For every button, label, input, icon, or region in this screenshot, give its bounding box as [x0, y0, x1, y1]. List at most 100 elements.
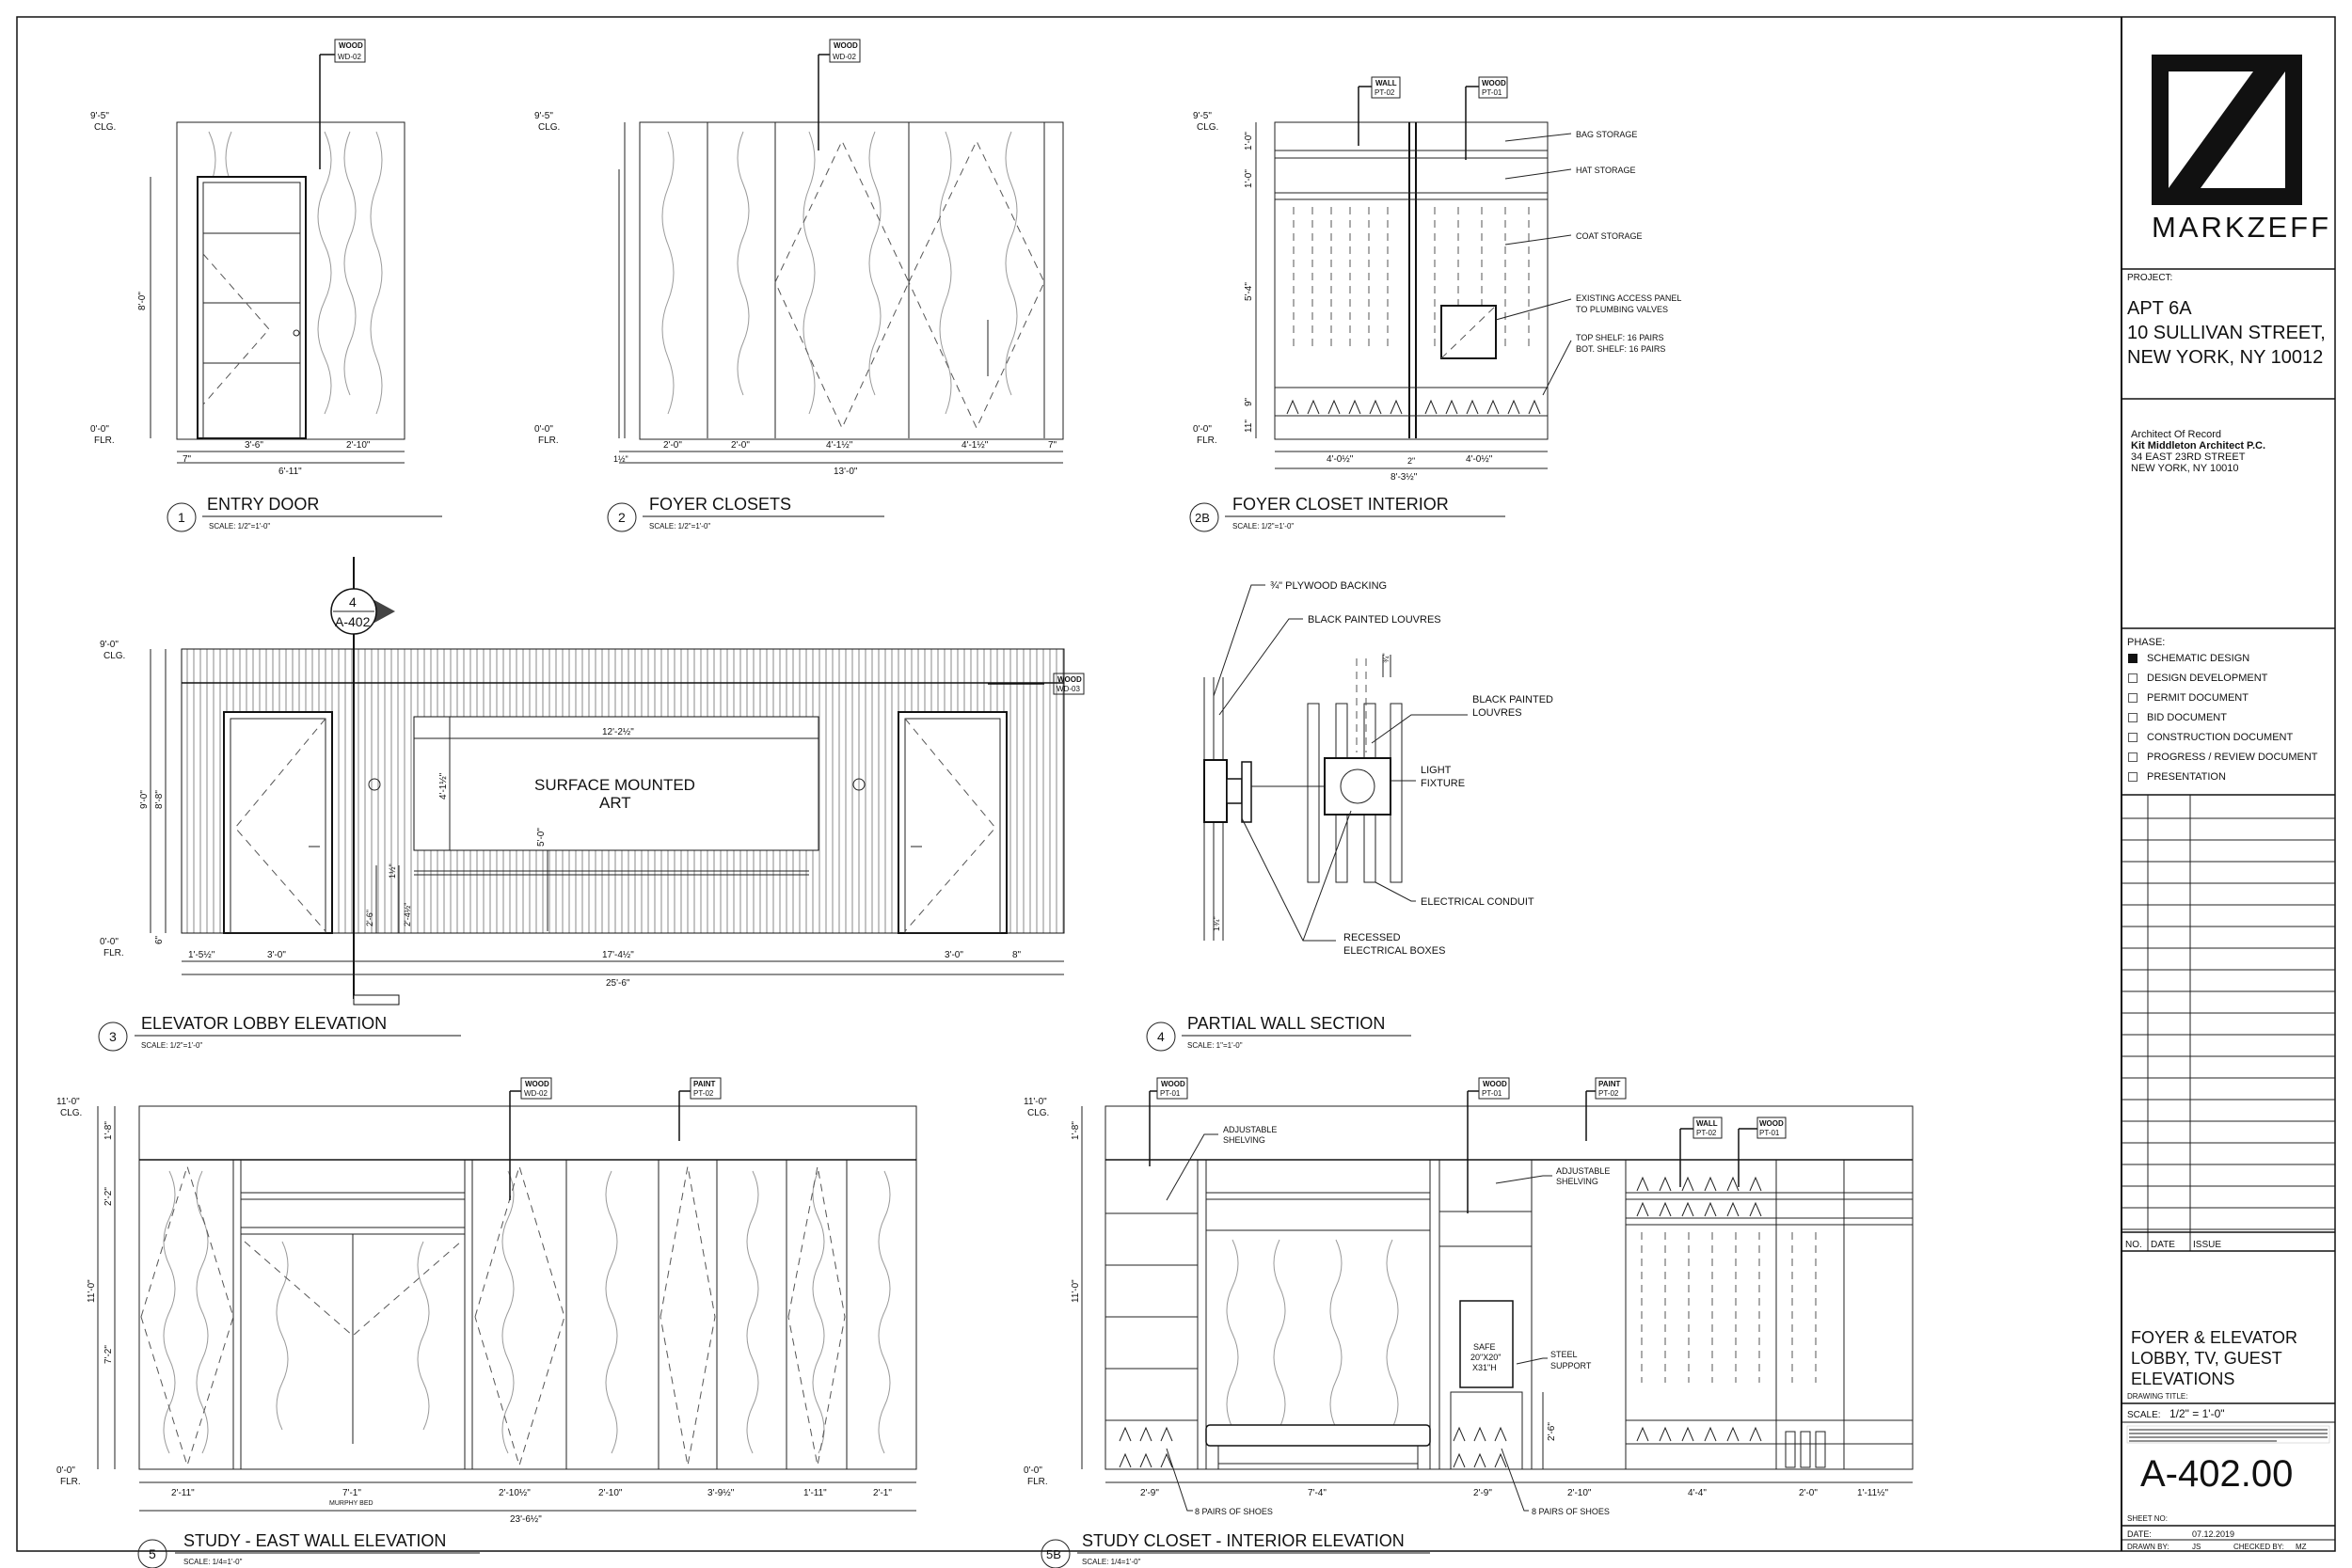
v3-mid-0: 1½" — [388, 863, 397, 879]
v5b-vdim-0: 1'-8" — [1071, 1121, 1081, 1140]
v3-art-line1: SURFACE MOUNTED — [534, 776, 695, 794]
phase-item: SCHEMATIC DESIGN — [2128, 653, 2249, 664]
v2b-scale: SCALE: 1/2"=1'-0" — [1232, 522, 1294, 531]
v5b-scale: SCALE: 1/4=1'-0" — [1082, 1558, 1141, 1566]
view-elevator-lobby: SURFACE MOUNTED ART 12'-2½" 4'-1½" 5'-0"… — [98, 557, 1085, 1052]
v5b-tag4-type: WALL — [1696, 1119, 1718, 1128]
v5b-flr: FLR. — [1027, 1477, 1048, 1487]
v4-number: 4 — [1157, 1029, 1165, 1044]
v5b-note-4: SAFE — [1473, 1342, 1496, 1352]
phase-checkbox — [2128, 772, 2137, 782]
v2-flr: FLR. — [538, 436, 559, 446]
v3-scale: SCALE: 1/2"=1'-0" — [141, 1041, 202, 1050]
v1-dim-2: 2'-10" — [346, 440, 371, 451]
sheet-no-label: SHEET NO: — [2127, 1514, 2168, 1523]
v2b-note-5: TOP SHELF: 16 PAIRS — [1576, 333, 1664, 342]
phase-label-text: DESIGN DEVELOPMENT — [2147, 673, 2268, 684]
v2b-dim-1: 2" — [1407, 456, 1415, 466]
drawing-title-3: ELEVATIONS — [2131, 1370, 2234, 1388]
v5b-note-3: SHELVING — [1556, 1177, 1598, 1186]
phase-item: CONSTRUCTION DOCUMENT — [2128, 732, 2293, 743]
v3-art-line2: ART — [599, 794, 631, 812]
date-label: DATE: — [2127, 1529, 2152, 1539]
phase-label-text: PROGRESS / REVIEW DOCUMENT — [2147, 752, 2318, 763]
v5-dim-5: 1'-11" — [803, 1488, 827, 1498]
v5b-tag1-type: WOOD — [1161, 1080, 1185, 1088]
scale-label: SCALE: — [2127, 1410, 2161, 1420]
checked-label: CHECKED BY: — [2233, 1543, 2284, 1551]
v4-note-0: ¾" PLYWOOD BACKING — [1270, 580, 1387, 592]
v5-vdim-0: 1'-8" — [103, 1121, 114, 1140]
v4-note-2: BLACK PAINTED — [1472, 694, 1553, 705]
v2b-dim-0: 4'-0½" — [1327, 454, 1354, 465]
v5b-tag2-code: PT-01 — [1482, 1089, 1502, 1098]
v4-note-6: ELECTRICAL CONDUIT — [1421, 896, 1534, 908]
v2b-note-2: COAT STORAGE — [1576, 231, 1643, 241]
v2b-tag-wood-code: PT-01 — [1482, 88, 1502, 97]
v5b-dim-3: 2'-10" — [1567, 1488, 1592, 1498]
v5b-note-1: SHELVING — [1223, 1135, 1265, 1145]
phase-item: PROGRESS / REVIEW DOCUMENT — [2128, 752, 2318, 763]
v5b-tag5-type: WOOD — [1759, 1119, 1784, 1128]
v2-dim-3: 4'-1½" — [826, 440, 853, 451]
v3-title: ELEVATOR LOBBY ELEVATION — [141, 1014, 387, 1033]
aor-line-1: Architect Of Record — [2131, 429, 2221, 440]
v3-vdim-2: 6" — [154, 935, 165, 944]
phase-checkbox — [2128, 752, 2137, 762]
v3-vdim-1: 9'-0" — [139, 790, 150, 809]
phase-label-text: PRESENTATION — [2147, 771, 2226, 783]
v3-total: 25'-6" — [606, 978, 630, 989]
v3-mid-2: 2'-4½" — [403, 903, 412, 927]
v4-dim-1: 1¾" — [1212, 916, 1221, 931]
drawn-value: JS — [2192, 1543, 2201, 1551]
phase-checkbox — [2128, 713, 2137, 722]
rev-header-issue: ISSUE — [2193, 1240, 2221, 1250]
v5b-dim-5: 2'-0" — [1799, 1488, 1818, 1498]
phase-checkbox — [2128, 654, 2137, 663]
v2b-vdim-4: 11" — [1244, 420, 1254, 433]
v1-title: ENTRY DOOR — [207, 495, 319, 514]
v5b-note-0: ADJUSTABLE — [1223, 1125, 1277, 1134]
v5b-note-6: X31"H — [1472, 1363, 1497, 1372]
v2b-note-0: BAG STORAGE — [1576, 130, 1637, 139]
v5b-dim-2: 2'-9" — [1473, 1488, 1492, 1498]
v1-tag-type: WOOD — [339, 41, 363, 50]
v5-dim-4: 3'-9½" — [707, 1488, 735, 1498]
v5-number: 5 — [149, 1546, 156, 1561]
v3-flr: FLR. — [103, 948, 124, 958]
v3-vdim-0: 8'-8" — [154, 790, 165, 809]
date-value: 07.12.2019 — [2192, 1529, 2234, 1539]
v2-tag-type: WOOD — [834, 41, 858, 50]
v5b-number: 5B — [1046, 1547, 1061, 1561]
v4-note-3: LOUVRES — [1472, 707, 1522, 719]
v1-total: 6'-11" — [278, 467, 302, 477]
v5b-note-10: 8 PAIRS OF SHOES — [1532, 1507, 1610, 1516]
access-panel — [1440, 305, 1497, 359]
v2b-vdim-1: 1'-0" — [1244, 169, 1254, 188]
v5-level-top: 11'-0" — [56, 1097, 80, 1107]
v3-dim-3: 3'-0" — [945, 950, 963, 960]
v2b-note-6: BOT. SHELF: 16 PAIRS — [1576, 344, 1665, 354]
v4-note-8: ELECTRICAL BOXES — [1343, 945, 1445, 957]
v2-clg: CLG. — [538, 122, 560, 133]
v3-dim-4: 8" — [1012, 950, 1022, 960]
v2b-level-top: 9'-5" — [1193, 111, 1212, 121]
v5b-clg: CLG. — [1027, 1108, 1049, 1118]
v5-vdim-3: 7'-2" — [103, 1345, 114, 1364]
v2-level-top: 9'-5" — [534, 111, 553, 121]
v4-note-7: RECESSED — [1343, 932, 1401, 943]
v5-dim-0: 2'-11" — [171, 1488, 195, 1498]
v4-note-1: BLACK PAINTED LOUVRES — [1308, 614, 1441, 626]
v2b-flr: FLR. — [1197, 436, 1217, 446]
v5b-note-8: SUPPORT — [1550, 1361, 1592, 1370]
v3-level-bot: 0'-0" — [100, 937, 119, 947]
revision-grid — [2122, 795, 2335, 1251]
view-foyer-closets: 9'-5" CLG. 0'-0" FLR. 1½" 2'-0" 2'-0" 4'… — [534, 39, 1064, 532]
phase-label-text: SCHEMATIC DESIGN — [2147, 653, 2250, 664]
v5b-dim-0: 2'-9" — [1140, 1488, 1159, 1498]
project-label: PROJECT: — [2127, 273, 2172, 283]
phase-checkbox — [2128, 673, 2137, 683]
v5b-tag4-code: PT-02 — [1696, 1129, 1717, 1137]
v5b-dim-1: 7'-4" — [1308, 1488, 1327, 1498]
aor-line-3: 34 EAST 23RD STREET — [2131, 451, 2246, 463]
